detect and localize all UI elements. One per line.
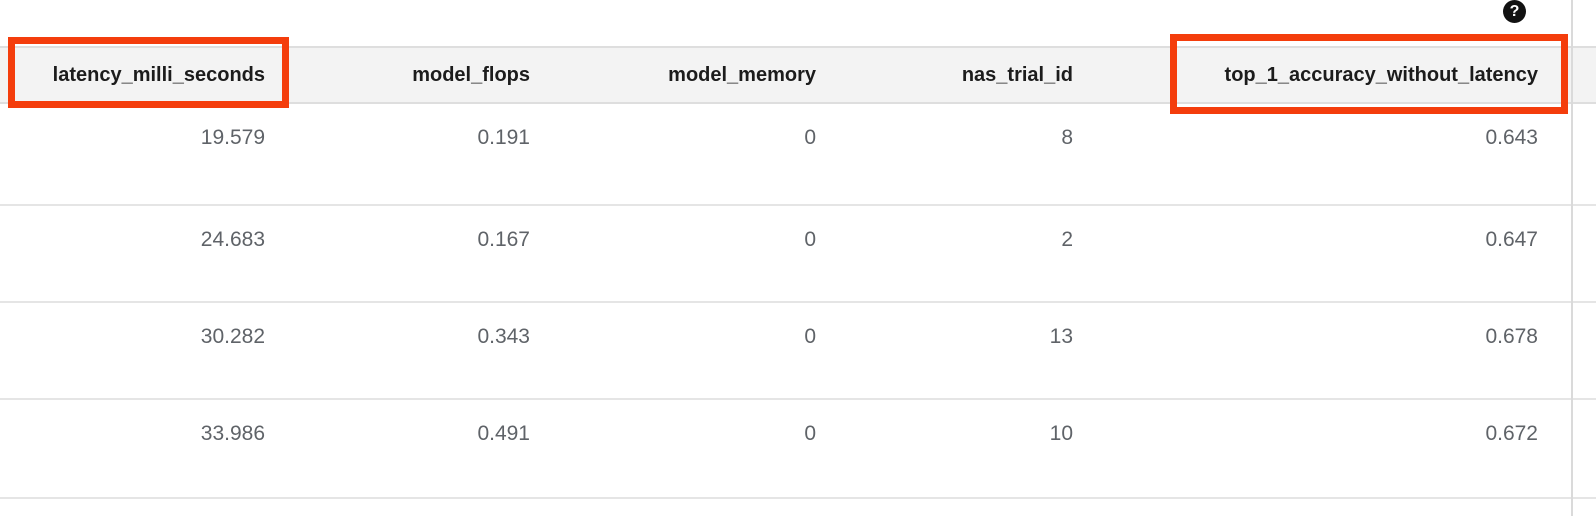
next-column-sliver [1570, 104, 1596, 204]
highlight-box-top-1-accuracy-without-latency [1170, 34, 1568, 114]
column-divider-line [1571, 0, 1573, 516]
next-column-sliver [1570, 48, 1596, 102]
cell-model-flops: 0.343 [477, 325, 530, 348]
cell-nas-trial-id: 13 [1049, 325, 1073, 348]
cell-latency: 33.986 [200, 422, 265, 445]
next-column-sliver [1570, 206, 1596, 301]
cell-nas-trial-id: 2 [1061, 228, 1073, 251]
next-column-sliver [1570, 303, 1596, 398]
cell-model-flops: 0.191 [477, 126, 530, 149]
column-header-model-flops: model_flops [412, 63, 530, 86]
cell-latency: 19.579 [200, 126, 265, 149]
cell-model-memory: 0 [804, 126, 816, 149]
column-header-latency-milli-seconds: latency_milli_seconds [52, 63, 265, 86]
cell-model-flops: 0.491 [477, 422, 530, 445]
column-header-nas-trial-id: nas_trial_id [961, 63, 1073, 86]
table-header-row: latency_milli_seconds model_flops model_… [0, 46, 1596, 104]
cell-top-1-accuracy: 0.672 [1485, 422, 1538, 445]
table-row: 30.282 0.343 0 13 0.678 [0, 303, 1596, 400]
cell-nas-trial-id: 8 [1061, 126, 1073, 149]
cell-model-memory: 0 [804, 325, 816, 348]
cell-model-memory: 0 [804, 228, 816, 251]
cell-nas-trial-id: 10 [1049, 422, 1073, 445]
column-header-top-1-accuracy-without-latency: top_1_accuracy_without_latency [1224, 63, 1538, 86]
cell-top-1-accuracy: 0.647 [1485, 228, 1538, 251]
cell-top-1-accuracy: 0.643 [1485, 126, 1538, 149]
cell-top-1-accuracy: 0.678 [1485, 325, 1538, 348]
cell-model-memory: 0 [804, 422, 816, 445]
highlight-box-latency-milli-seconds [8, 37, 289, 108]
table-row: 33.986 0.491 0 10 0.672 [0, 400, 1596, 499]
help-icon[interactable]: ? [1503, 0, 1526, 23]
table-row: 24.683 0.167 0 2 0.647 [0, 206, 1596, 303]
cell-latency: 24.683 [200, 228, 265, 251]
cell-model-flops: 0.167 [477, 228, 530, 251]
next-column-sliver [1570, 400, 1596, 497]
trials-table: latency_milli_seconds model_flops model_… [0, 46, 1596, 499]
column-header-model-memory: model_memory [668, 63, 816, 86]
table-row: 19.579 0.191 0 8 0.643 [0, 104, 1596, 206]
cell-latency: 30.282 [200, 325, 265, 348]
